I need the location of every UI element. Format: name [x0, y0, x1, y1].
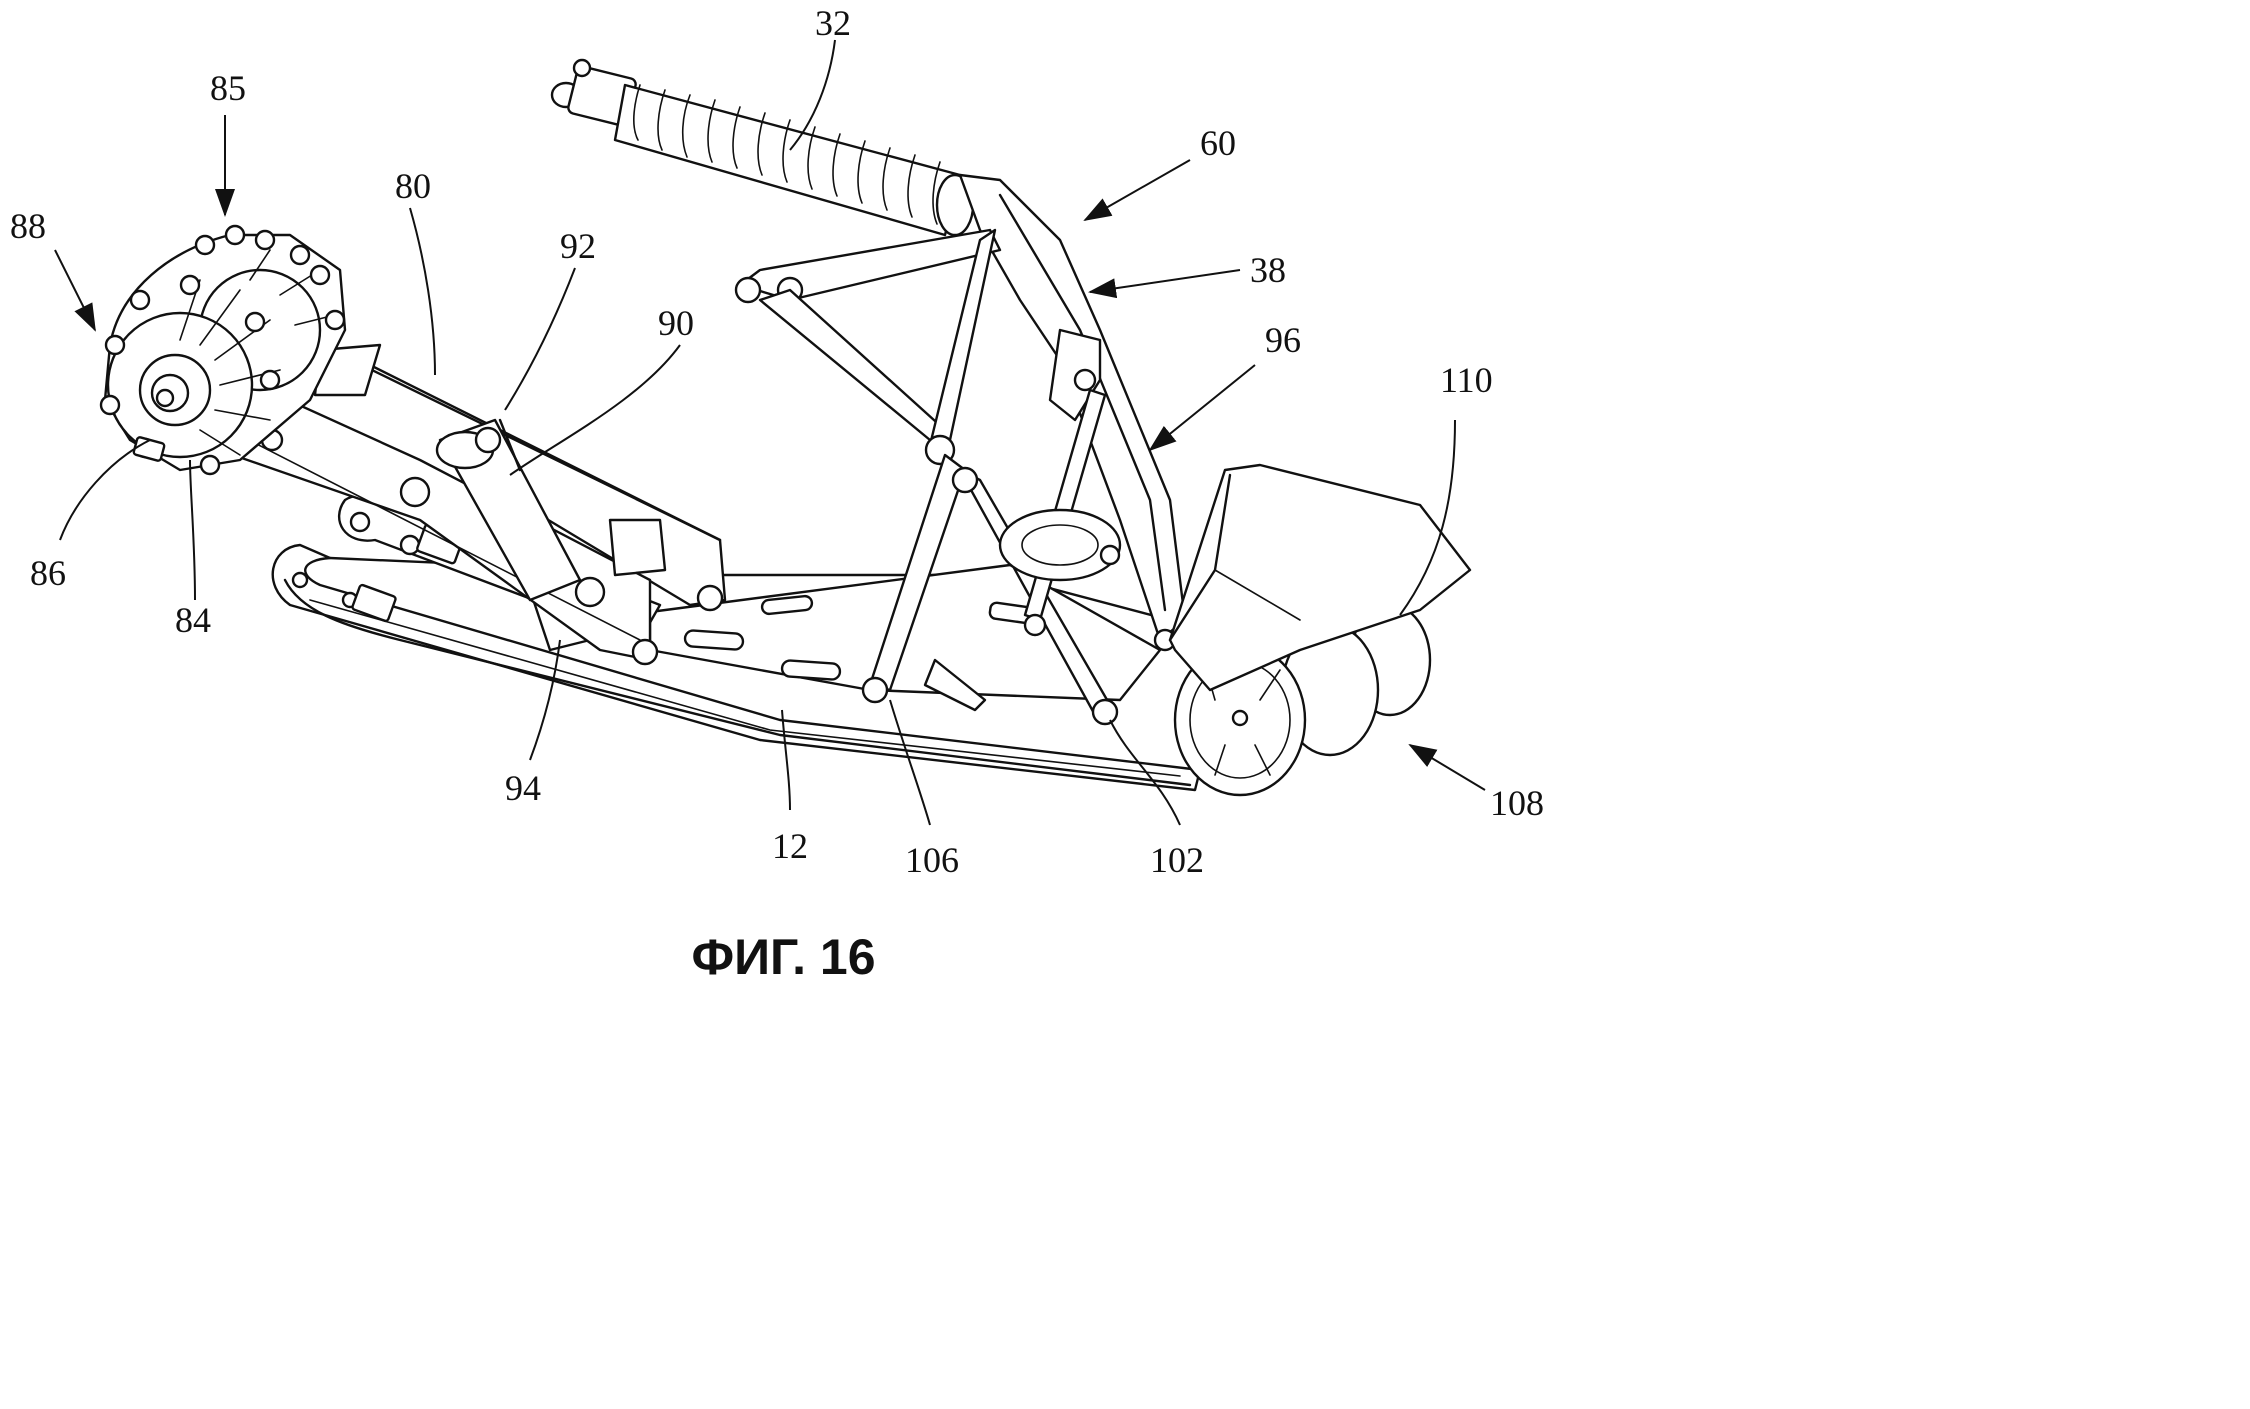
rail-slot: [923, 658, 987, 712]
figure-caption: ФИГ. 16: [691, 929, 876, 985]
slide-rail: [271, 543, 1202, 792]
link-90: [435, 418, 582, 602]
label-92: 92: [560, 226, 596, 266]
label-108: 108: [1490, 783, 1544, 823]
label-32: 32: [815, 3, 851, 43]
rail-slot: [683, 629, 745, 651]
label-96: 96: [1265, 320, 1301, 360]
label-106: 106: [905, 840, 959, 880]
label-110: 110: [1440, 360, 1493, 400]
label-85: 85: [210, 68, 246, 108]
rail-slot: [760, 594, 814, 616]
rail-slot: [780, 659, 842, 681]
label-12: 12: [772, 826, 808, 866]
label-88: 88: [10, 206, 46, 246]
label-90: 90: [658, 303, 694, 343]
label-86: 86: [30, 553, 66, 593]
rear-wheels: [1173, 603, 1432, 797]
label-102: 102: [1150, 840, 1204, 880]
label-84: 84: [175, 600, 211, 640]
label-60: 60: [1200, 123, 1236, 163]
shock-absorber: [550, 58, 975, 237]
label-38: 38: [1250, 250, 1286, 290]
rear-frame: [734, 173, 1187, 726]
reference-labels: 32 60 38 96 110 85 88 80 92 90 86 84 94 …: [10, 3, 1544, 880]
patent-drawing: 32 60 38 96 110 85 88 80 92 90 86 84 94 …: [10, 3, 1544, 880]
label-80: 80: [395, 166, 431, 206]
leaders: [54, 39, 1486, 826]
snow-flap: [1168, 463, 1472, 692]
label-94: 94: [505, 768, 541, 808]
drive-sprocket: [99, 224, 347, 476]
